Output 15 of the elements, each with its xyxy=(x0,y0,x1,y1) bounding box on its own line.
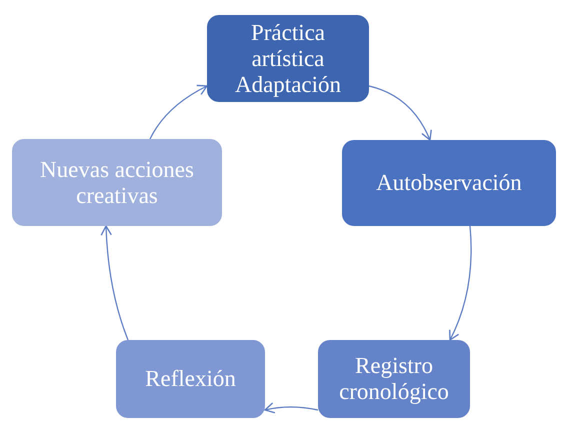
process-box xyxy=(318,340,470,418)
process-box xyxy=(12,139,222,226)
curved-arrow xyxy=(448,226,472,341)
process-box xyxy=(207,15,369,102)
box-label: Autobservación xyxy=(376,170,522,196)
curved-arrow xyxy=(100,225,129,340)
box-label: Reflexión xyxy=(145,366,236,392)
curved-arrow xyxy=(149,85,208,140)
box-label: Registro cronológico xyxy=(338,353,450,405)
curved-arrow xyxy=(264,402,318,414)
box-label: Nuevas acciones creativas xyxy=(39,156,195,208)
box-label: Práctica artística Adaptación xyxy=(234,20,342,98)
process-box xyxy=(342,140,556,226)
curved-arrow xyxy=(368,85,432,141)
process-box xyxy=(116,340,265,418)
